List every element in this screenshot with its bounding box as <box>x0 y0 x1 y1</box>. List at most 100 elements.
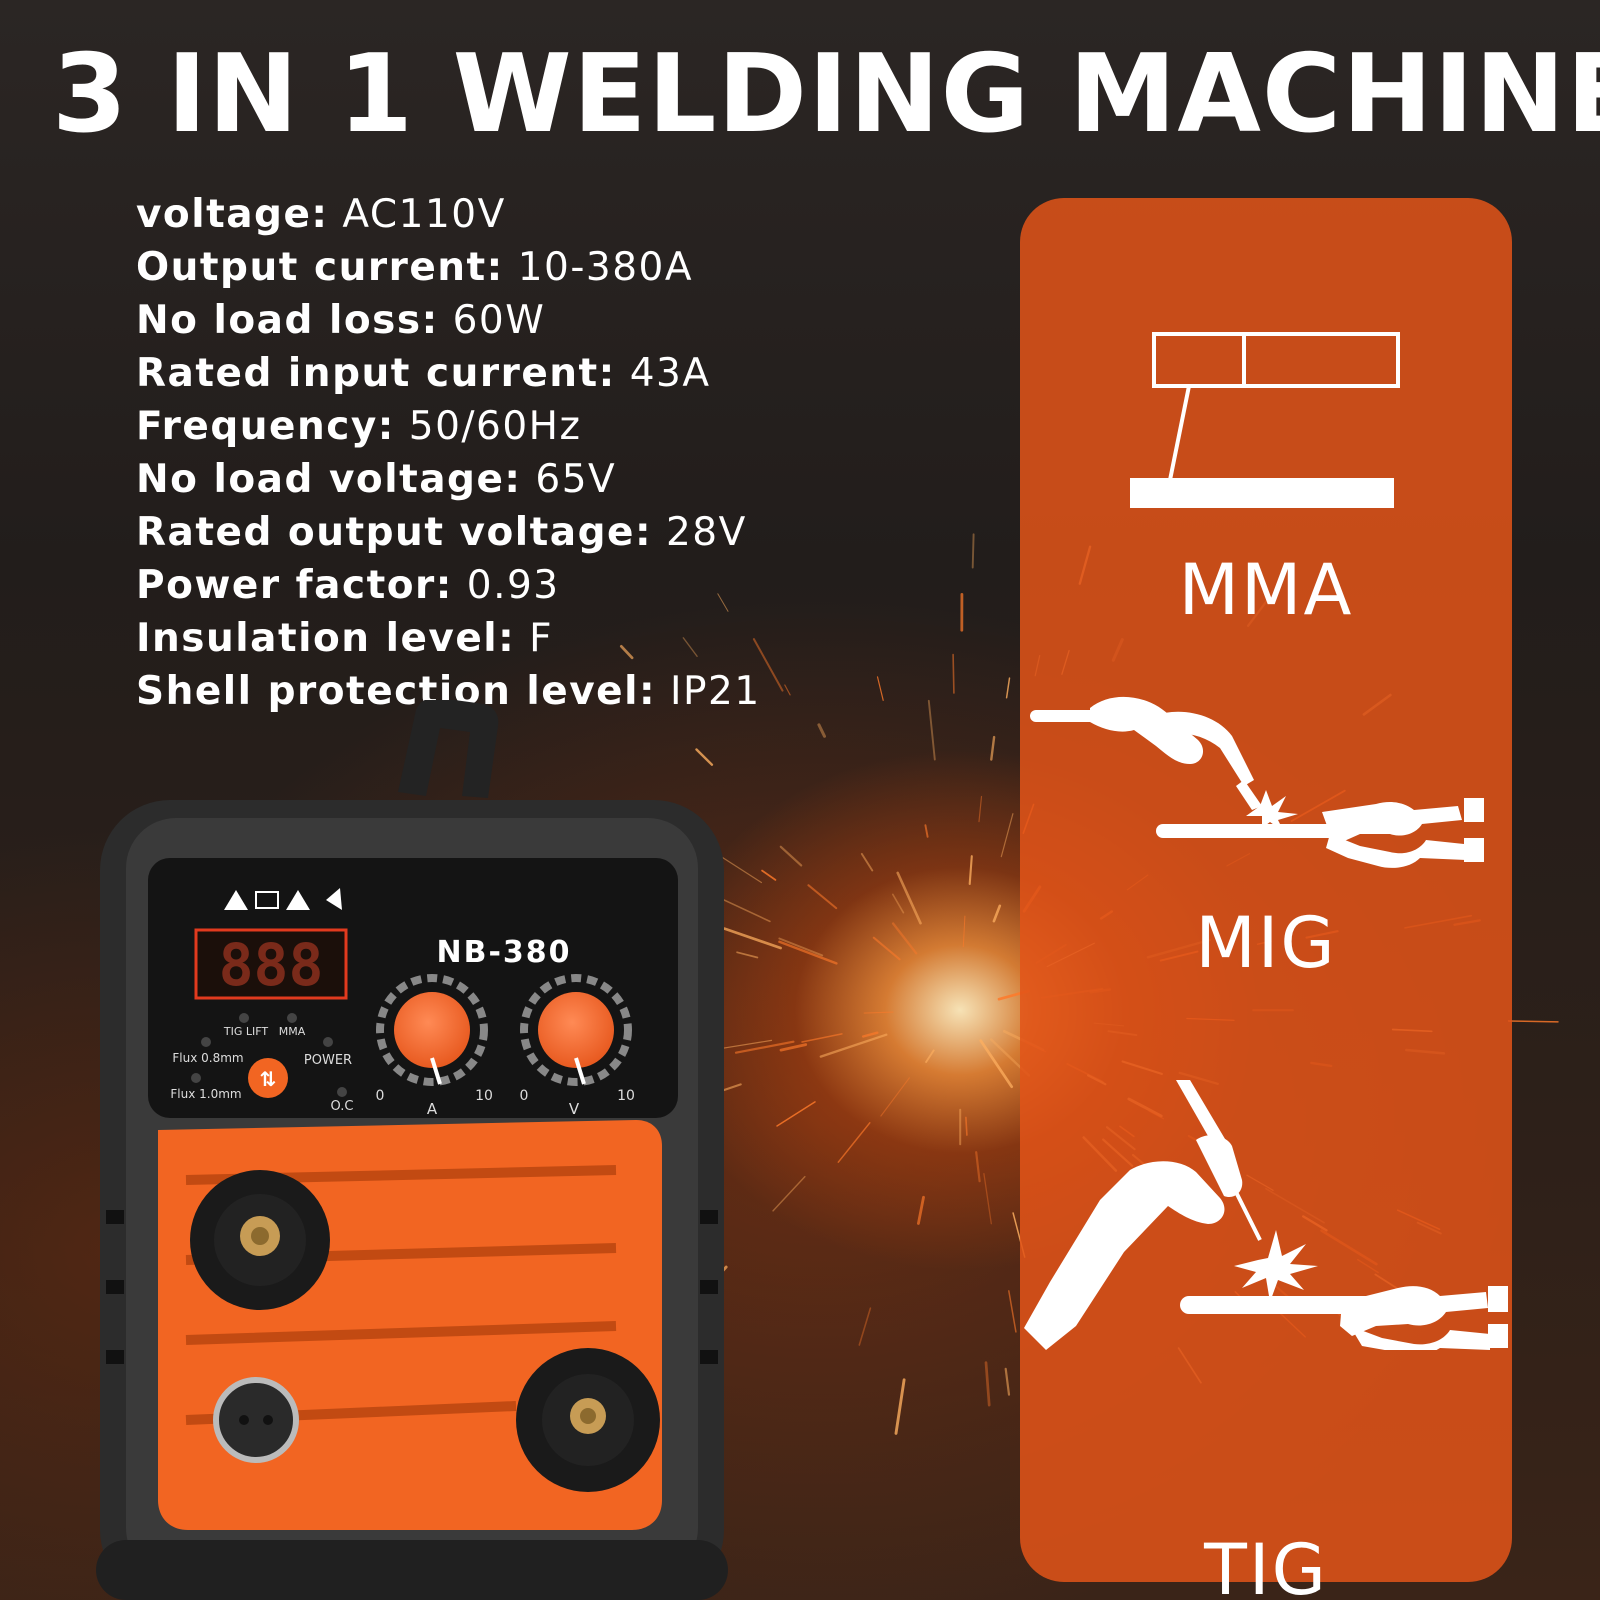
spark <box>1004 1367 1011 1396</box>
spark <box>819 1033 888 1058</box>
spark <box>891 893 905 914</box>
spark <box>965 1116 968 1136</box>
oc-label: O.C <box>331 1099 354 1114</box>
spec-item: Rated output voltage: 28V <box>136 506 761 559</box>
spark <box>807 884 838 910</box>
spark <box>817 723 826 738</box>
current-knob[interactable] <box>394 992 470 1068</box>
spec-label: Output current: <box>136 245 504 290</box>
swap-arrows-icon: ⇅ <box>260 1067 277 1091</box>
spec-value: 10-380A <box>517 245 694 290</box>
spark <box>925 1049 935 1063</box>
spark <box>927 699 936 761</box>
spark <box>778 937 824 957</box>
spark <box>714 852 763 884</box>
spark <box>992 904 1002 923</box>
spec-value: F <box>529 616 554 661</box>
spark <box>863 1011 894 1014</box>
spark <box>801 1033 843 1043</box>
spark <box>971 533 975 569</box>
tig-torch-icon <box>1024 1080 1508 1350</box>
knob-v-label: V <box>569 1100 580 1118</box>
spark <box>837 1122 871 1163</box>
spec-label: Frequency: <box>136 404 395 449</box>
spec-value: 50/60Hz <box>408 404 582 449</box>
mode-mma-label: MMA <box>279 1025 306 1038</box>
spark <box>952 653 955 694</box>
spark <box>734 1040 795 1054</box>
spec-item: voltage: AC110V <box>136 188 761 241</box>
spark <box>1005 677 1011 699</box>
knob-a-max: 10 <box>475 1088 493 1104</box>
spec-item: Shell protection level: IP21 <box>136 665 761 718</box>
mma-electrode-icon <box>1130 332 1400 508</box>
spec-label: Shell protection level: <box>136 669 657 714</box>
spec-value: IP21 <box>669 669 761 714</box>
welding-machine-image: 888 NB-380 TIG LIFT MMA Flux 0.8mm Flux … <box>96 700 728 1600</box>
spark <box>983 1172 992 1225</box>
spec-label: No load loss: <box>136 298 439 343</box>
mode-label-tig: TIG <box>1204 1529 1328 1600</box>
knob-v-min: 0 <box>520 1088 529 1104</box>
spec-item: Power factor: 0.93 <box>136 559 761 612</box>
spark <box>772 1175 806 1212</box>
spark <box>962 915 966 948</box>
spark <box>619 644 634 660</box>
spec-label: Rated input current: <box>136 351 616 396</box>
knob-a-min: 0 <box>376 1088 385 1104</box>
model-name: NB-380 <box>436 935 571 970</box>
spark <box>894 1378 906 1435</box>
warning-icons <box>224 888 342 910</box>
spec-item: No load loss: 60W <box>136 294 761 347</box>
spec-label: Insulation level: <box>136 616 516 661</box>
page-title: 3 IN 1 WELDING MACHINE <box>52 32 1600 157</box>
spark <box>862 1031 879 1038</box>
spark <box>784 684 791 696</box>
spark <box>779 1043 808 1052</box>
spec-value: 0.93 <box>466 563 560 608</box>
spec-value: 65V <box>535 457 617 502</box>
spark <box>717 593 729 612</box>
spec-item: Frequency: 50/60Hz <box>136 400 761 453</box>
flux-10-label: Flux 1.0mm <box>170 1087 241 1101</box>
spark <box>990 735 996 761</box>
spark <box>858 1307 872 1346</box>
spark <box>778 940 838 965</box>
spark <box>723 927 782 950</box>
spark <box>682 637 698 657</box>
spark <box>1000 813 1014 858</box>
voltage-knob[interactable] <box>538 992 614 1068</box>
spec-label: voltage: <box>136 192 329 237</box>
spark <box>776 1101 816 1127</box>
spark <box>917 1195 925 1225</box>
spark <box>736 951 759 959</box>
mig-torch-icon <box>1030 696 1484 868</box>
spark <box>695 748 714 766</box>
spark <box>984 1361 991 1407</box>
spark <box>761 869 777 881</box>
spec-value: 43A <box>629 351 711 396</box>
knob-v-max: 10 <box>617 1088 635 1104</box>
mode-select-button[interactable] <box>248 1058 288 1098</box>
spec-label: Power factor: <box>136 563 453 608</box>
mode-label-mig: MIG <box>1195 902 1337 984</box>
power-label: POWER <box>304 1053 352 1068</box>
spark <box>752 638 784 692</box>
spec-value: 60W <box>452 298 546 343</box>
flux-08-label: Flux 0.8mm <box>172 1051 243 1065</box>
welding-modes-panel: MMA MIG <box>1020 198 1512 1600</box>
spec-label: No load voltage: <box>136 457 522 502</box>
spec-value: AC110V <box>342 192 506 237</box>
mode-label-mma: MMA <box>1178 549 1354 631</box>
spark <box>968 855 973 886</box>
spark <box>876 676 884 701</box>
spark <box>880 1077 910 1117</box>
spec-item: Rated input current: 43A <box>136 347 761 400</box>
spark <box>975 1151 981 1183</box>
spark <box>872 936 901 961</box>
knob-a-label: A <box>427 1100 438 1118</box>
mode-tig-lift-label: TIG LIFT <box>223 1025 268 1038</box>
spark <box>924 824 929 838</box>
spec-item: No load voltage: 65V <box>136 453 761 506</box>
